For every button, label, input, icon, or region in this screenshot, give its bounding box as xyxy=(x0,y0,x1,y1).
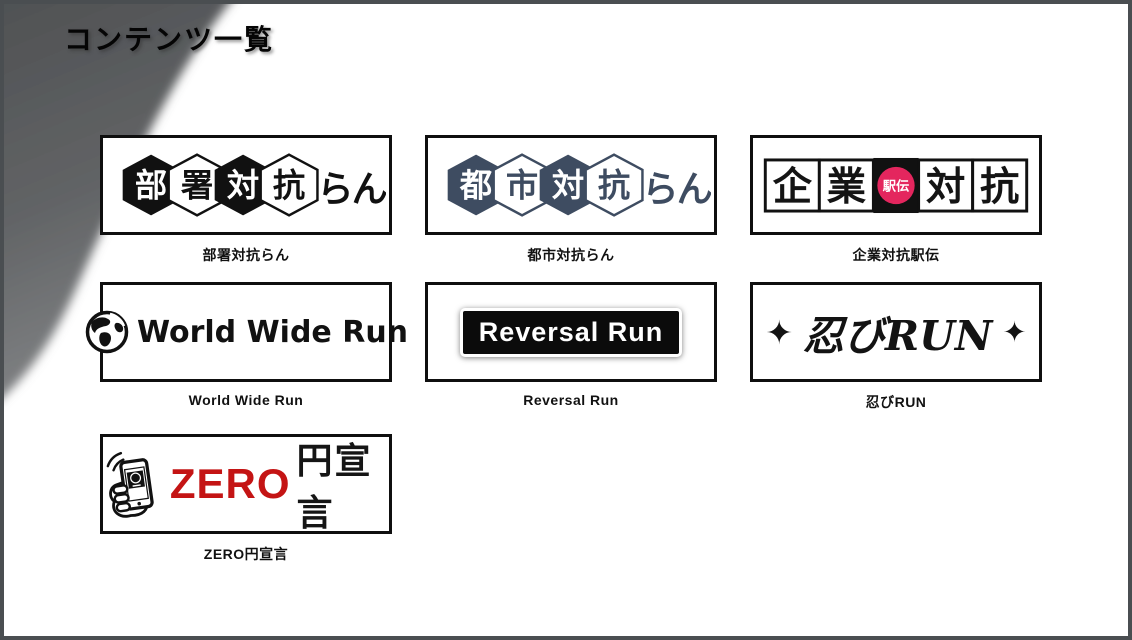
hexagon-shape xyxy=(584,153,644,217)
shinobi-run-thumbnail[interactable]: ✦ 忍びRUN ✦ xyxy=(750,282,1042,382)
shuriken-star-icon: ✦ xyxy=(765,312,794,352)
ekiden-badge-label: 駅伝 xyxy=(883,177,910,193)
globe-icon xyxy=(85,310,129,354)
square-chain-logo-icon: 企 業 駅伝 対 抗 xyxy=(763,157,1029,213)
card-caption: 企業対抗駅伝 xyxy=(852,247,940,263)
square-char: 抗 xyxy=(980,165,1019,209)
card-caption: 忍びRUN xyxy=(865,394,927,410)
shuriken-star-icon: ✦ xyxy=(1002,315,1027,349)
zero-yen-sengen-thumbnail[interactable]: ZERO 円宣言 xyxy=(100,434,392,534)
content-card-kigyo-taiko-ekiden: 企 業 駅伝 対 抗 企業対抗駅伝 xyxy=(750,135,1042,265)
square-char: 業 xyxy=(827,165,867,209)
card-caption: 部署対抗らん xyxy=(202,247,290,263)
square-cell xyxy=(917,157,975,213)
busho-taiko-ran-thumbnail[interactable]: 部 署 対 抗 らん xyxy=(100,135,392,235)
page-title: コンテンツ一覧 xyxy=(64,24,275,55)
hexagon-shape xyxy=(122,154,180,216)
hand-phone-icon xyxy=(106,451,154,518)
content-card-toshi-taiko-ran: 都 市 対 抗 らん 都市対抗らん xyxy=(425,135,717,265)
reversal-run-thumbnail[interactable]: Reversal Run xyxy=(425,282,717,382)
hexagon-shape xyxy=(214,154,272,216)
hexagon-shape xyxy=(447,154,505,216)
yen-sengen-logo-text: 円宣言 xyxy=(296,440,373,533)
world-wide-run-thumbnail[interactable]: World Wide Run xyxy=(85,282,408,382)
card-caption: Reversal Run xyxy=(523,392,619,408)
shinobi-run-logo-text: 忍びRUN xyxy=(803,312,993,360)
hexagon-shape xyxy=(259,153,319,217)
square-cell xyxy=(817,157,875,213)
hexagon-char: 都 xyxy=(459,168,492,204)
content-card-zero-yen-sengen: ZERO 円宣言 ZERO円宣言 xyxy=(100,434,392,564)
logo-suffix: らん xyxy=(642,169,711,210)
hexagon-char: 対 xyxy=(227,168,259,204)
ekiden-badge xyxy=(877,166,915,204)
hexagon-chain-logo-icon: 都 市 対 抗 らん xyxy=(447,153,711,217)
hexagon-char: 抗 xyxy=(598,168,630,204)
square-char: 企 xyxy=(773,164,813,209)
content-card-shinobi-run: ✦ 忍びRUN ✦ 忍びRUN xyxy=(750,282,1042,412)
logo-suffix: らん xyxy=(317,169,386,210)
content-card-world-wide-run: World Wide Run World Wide Run xyxy=(85,282,408,408)
card-caption: 都市対抗らん xyxy=(527,247,615,263)
square-char: 対 xyxy=(926,165,965,209)
content-card-busho-taiko-ran: 部 署 対 抗 らん 部署対抗らん xyxy=(100,135,392,265)
reversal-run-logo-text: Reversal Run xyxy=(459,307,683,357)
card-caption: ZERO円宣言 xyxy=(203,546,289,562)
hexagon-char: 部 xyxy=(135,168,167,204)
hexagon-char: 署 xyxy=(181,168,213,204)
card-caption: World Wide Run xyxy=(188,392,304,408)
hexagon-char: 対 xyxy=(552,168,584,204)
hexagon-chain-logo-icon: 部 署 対 抗 らん xyxy=(122,153,386,217)
square-cell xyxy=(971,157,1029,213)
hexagon-shape xyxy=(539,154,597,216)
content-card-reversal-run: Reversal Run Reversal Run xyxy=(425,282,717,408)
toshi-taiko-ran-thumbnail[interactable]: 都 市 対 抗 らん xyxy=(425,135,717,235)
hexagon-char: 市 xyxy=(506,168,538,204)
zero-logo-text: ZERO xyxy=(169,460,291,507)
world-wide-run-logo-text: World Wide Run xyxy=(136,314,409,350)
kigyo-taiko-ekiden-thumbnail[interactable]: 企 業 駅伝 対 抗 xyxy=(750,135,1042,235)
hexagon-char: 抗 xyxy=(273,168,305,204)
